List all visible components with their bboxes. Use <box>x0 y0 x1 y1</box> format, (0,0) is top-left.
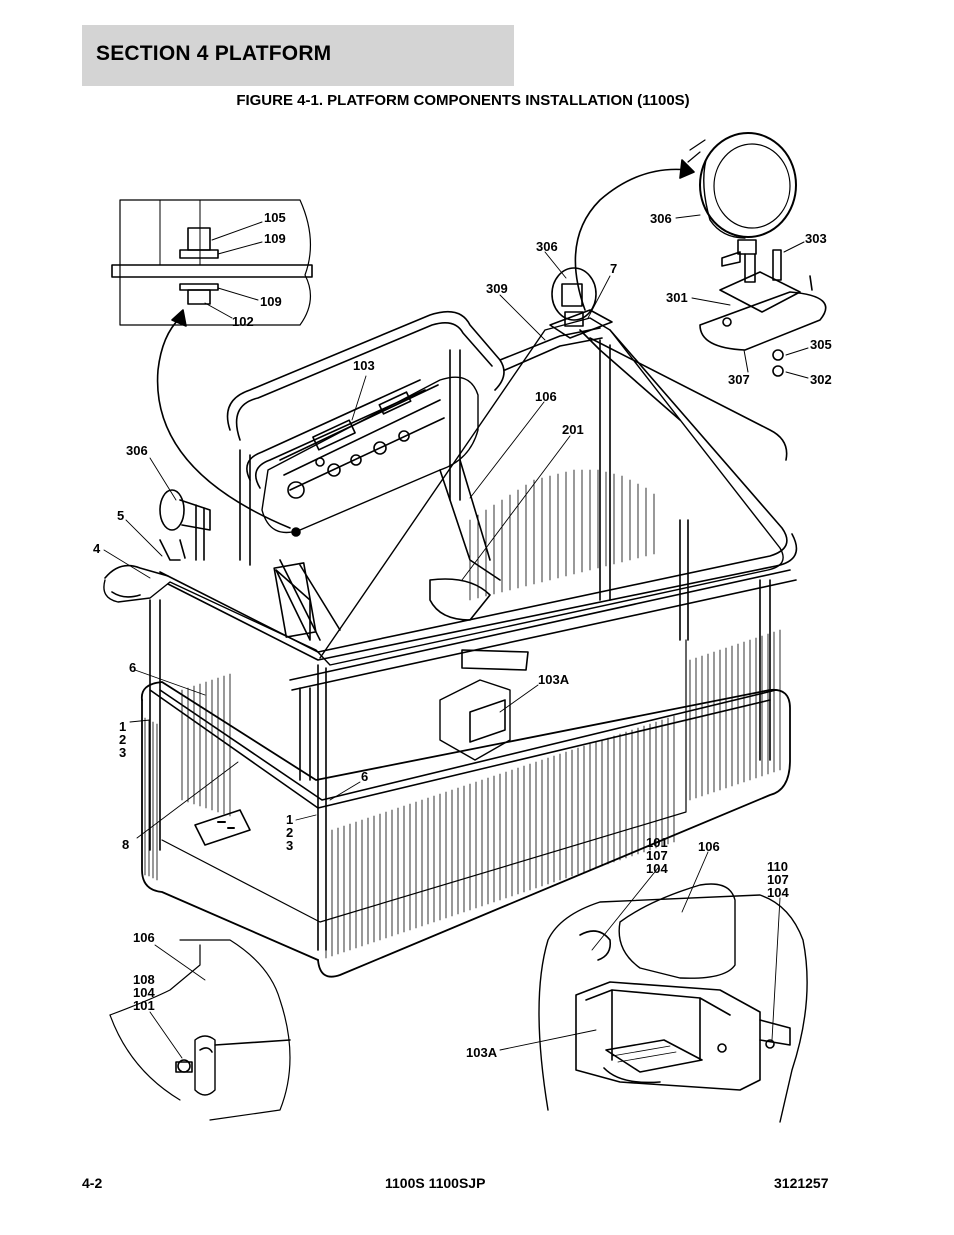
platform-basket <box>103 267 798 978</box>
footer-model: 1100S 1100SJP <box>385 1175 486 1191</box>
callout-4: 4 <box>93 541 101 556</box>
callout-7: 7 <box>610 261 617 276</box>
callout-109-top: 109 <box>264 231 286 246</box>
callout-306-left: 306 <box>126 443 148 458</box>
callout-101-bracket: 101 <box>133 998 155 1013</box>
callout-labels: 105 109 109 102 306 303 301 305 307 302 … <box>93 210 832 1060</box>
callout-3-left: 3 <box>119 745 126 760</box>
mesh-panels <box>144 469 781 959</box>
callout-6-left: 6 <box>129 660 136 675</box>
callout-102: 102 <box>232 314 254 329</box>
footer-doc-number: 3121257 <box>774 1175 829 1191</box>
detail-bolt-inset <box>111 199 313 326</box>
callout-107-right: 107 <box>767 872 789 887</box>
detail-footswitch-inset <box>499 851 808 1123</box>
callout-108: 108 <box>133 972 155 987</box>
callout-110: 110 <box>767 859 788 874</box>
callout-103a-inset: 103A <box>466 1045 498 1060</box>
callout-301: 301 <box>666 290 688 305</box>
callout-8: 8 <box>122 837 129 852</box>
inset-arrow-left <box>156 317 291 529</box>
callout-302: 302 <box>810 372 832 387</box>
callout-106-main: 106 <box>535 389 557 404</box>
callout-105: 105 <box>264 210 286 225</box>
callout-201: 201 <box>562 422 584 437</box>
callout-307: 307 <box>728 372 750 387</box>
callout-309: 309 <box>486 281 508 296</box>
callout-101-inset: 101 <box>646 835 668 850</box>
callout-106-bracket: 106 <box>133 930 155 945</box>
section-title: SECTION 4 PLATFORM <box>96 42 332 65</box>
callout-1-left: 1 <box>119 719 126 734</box>
callout-107-inset: 107 <box>646 848 668 863</box>
callout-305: 305 <box>810 337 832 352</box>
callout-106-inset: 106 <box>698 839 720 854</box>
figure-title: FIGURE 4-1. PLATFORM COMPONENTS INSTALLA… <box>236 92 690 109</box>
callout-109-bottom: 109 <box>260 294 282 309</box>
callout-1-right: 1 <box>286 812 293 827</box>
callout-6-right: 6 <box>361 769 368 784</box>
callout-104-right: 104 <box>767 885 789 900</box>
callout-5: 5 <box>117 508 124 523</box>
callout-2-left: 2 <box>119 732 126 747</box>
callout-104-bracket: 104 <box>133 985 155 1000</box>
detail-light-inset <box>675 132 827 379</box>
callout-104-inset: 104 <box>646 861 668 876</box>
callout-303: 303 <box>805 231 827 246</box>
inset-arrow-right <box>574 168 689 311</box>
callout-103: 103 <box>353 358 375 373</box>
callout-306-top: 306 <box>536 239 558 254</box>
section-header: SECTION 4 PLATFORM <box>82 25 514 86</box>
callout-306-light: 306 <box>650 211 672 226</box>
detail-bracket-inset <box>109 939 291 1121</box>
footer-page-number: 4-2 <box>82 1175 103 1191</box>
callout-3-right: 3 <box>286 838 293 853</box>
callout-103a-main: 103A <box>538 672 570 687</box>
callout-2-right: 2 <box>286 825 293 840</box>
leader-lines <box>103 251 611 839</box>
